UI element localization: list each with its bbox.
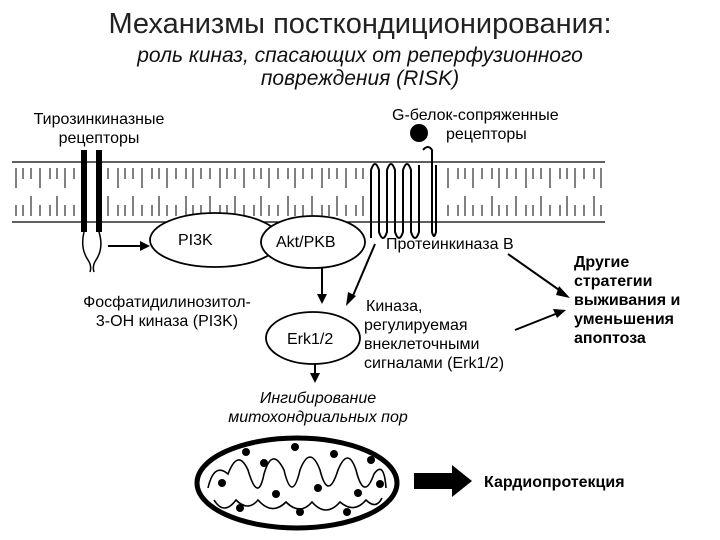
subtitle-line-1: роль киназ, спасающих от реперфузионного <box>137 44 583 67</box>
erk-label: Erk1/2 <box>287 331 334 348</box>
mitochondrion <box>194 435 400 531</box>
g-protein-receptor <box>370 124 437 239</box>
pi3k-full-label: Фосфатидилинозитол- 3-ОН киназа (PI3K) <box>83 294 251 330</box>
other-strategies-label: Другие стратегии выживания и уменьшения … <box>574 254 681 347</box>
page-title: Механизмы посткондиционирования: <box>108 8 612 40</box>
gprotein-receptors-label: G-белок-сопряженные рецепторы <box>392 107 559 143</box>
cardioprotection-label: Кардиопротекция <box>484 474 625 491</box>
subtitle-line-2: повреждения (RISK) <box>260 67 460 90</box>
erk-full-label: Киназа, регулируемая внеклеточными сигна… <box>364 298 505 372</box>
pathway-arrows <box>108 241 570 383</box>
protein-kinase-b-label: Протеинкиназа B <box>386 236 514 253</box>
tyrosine-receptors-label: Тирозинкиназные рецепторы <box>33 111 165 147</box>
erk-ellipse <box>265 311 361 365</box>
tyrosine-kinase-receptor <box>81 150 102 273</box>
akt-ellipse <box>260 215 366 269</box>
akt-label: Akt/PKB <box>276 234 336 251</box>
pi3k-label: PI3K <box>178 232 213 249</box>
inhibition-label: Ингибирование митохондриальных пор <box>228 390 408 426</box>
cardioprotection-arrow <box>414 465 472 497</box>
cell-membrane <box>12 161 605 223</box>
